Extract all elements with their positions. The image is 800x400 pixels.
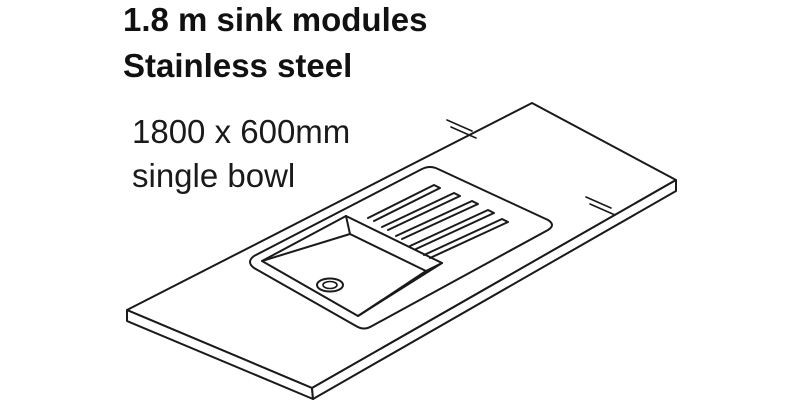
bowl-inner-walls — [345, 215, 443, 272]
product-dimensions: 1800 x 600mm — [132, 113, 351, 150]
product-bowl-type: single bowl — [132, 157, 296, 194]
sink-inset-outline — [249, 166, 553, 330]
bowl-side-wall — [357, 270, 427, 317]
product-title: 1.8 m sink modules — [123, 1, 428, 38]
drainer-ribs — [367, 184, 509, 259]
drain-icon — [316, 277, 344, 293]
worktop-right-edge — [311, 179, 677, 400]
product-material: Stainless steel — [123, 47, 353, 84]
drain-inner-ring — [322, 280, 338, 290]
joint-marks — [446, 119, 616, 216]
bowl-back-wall — [261, 233, 351, 262]
